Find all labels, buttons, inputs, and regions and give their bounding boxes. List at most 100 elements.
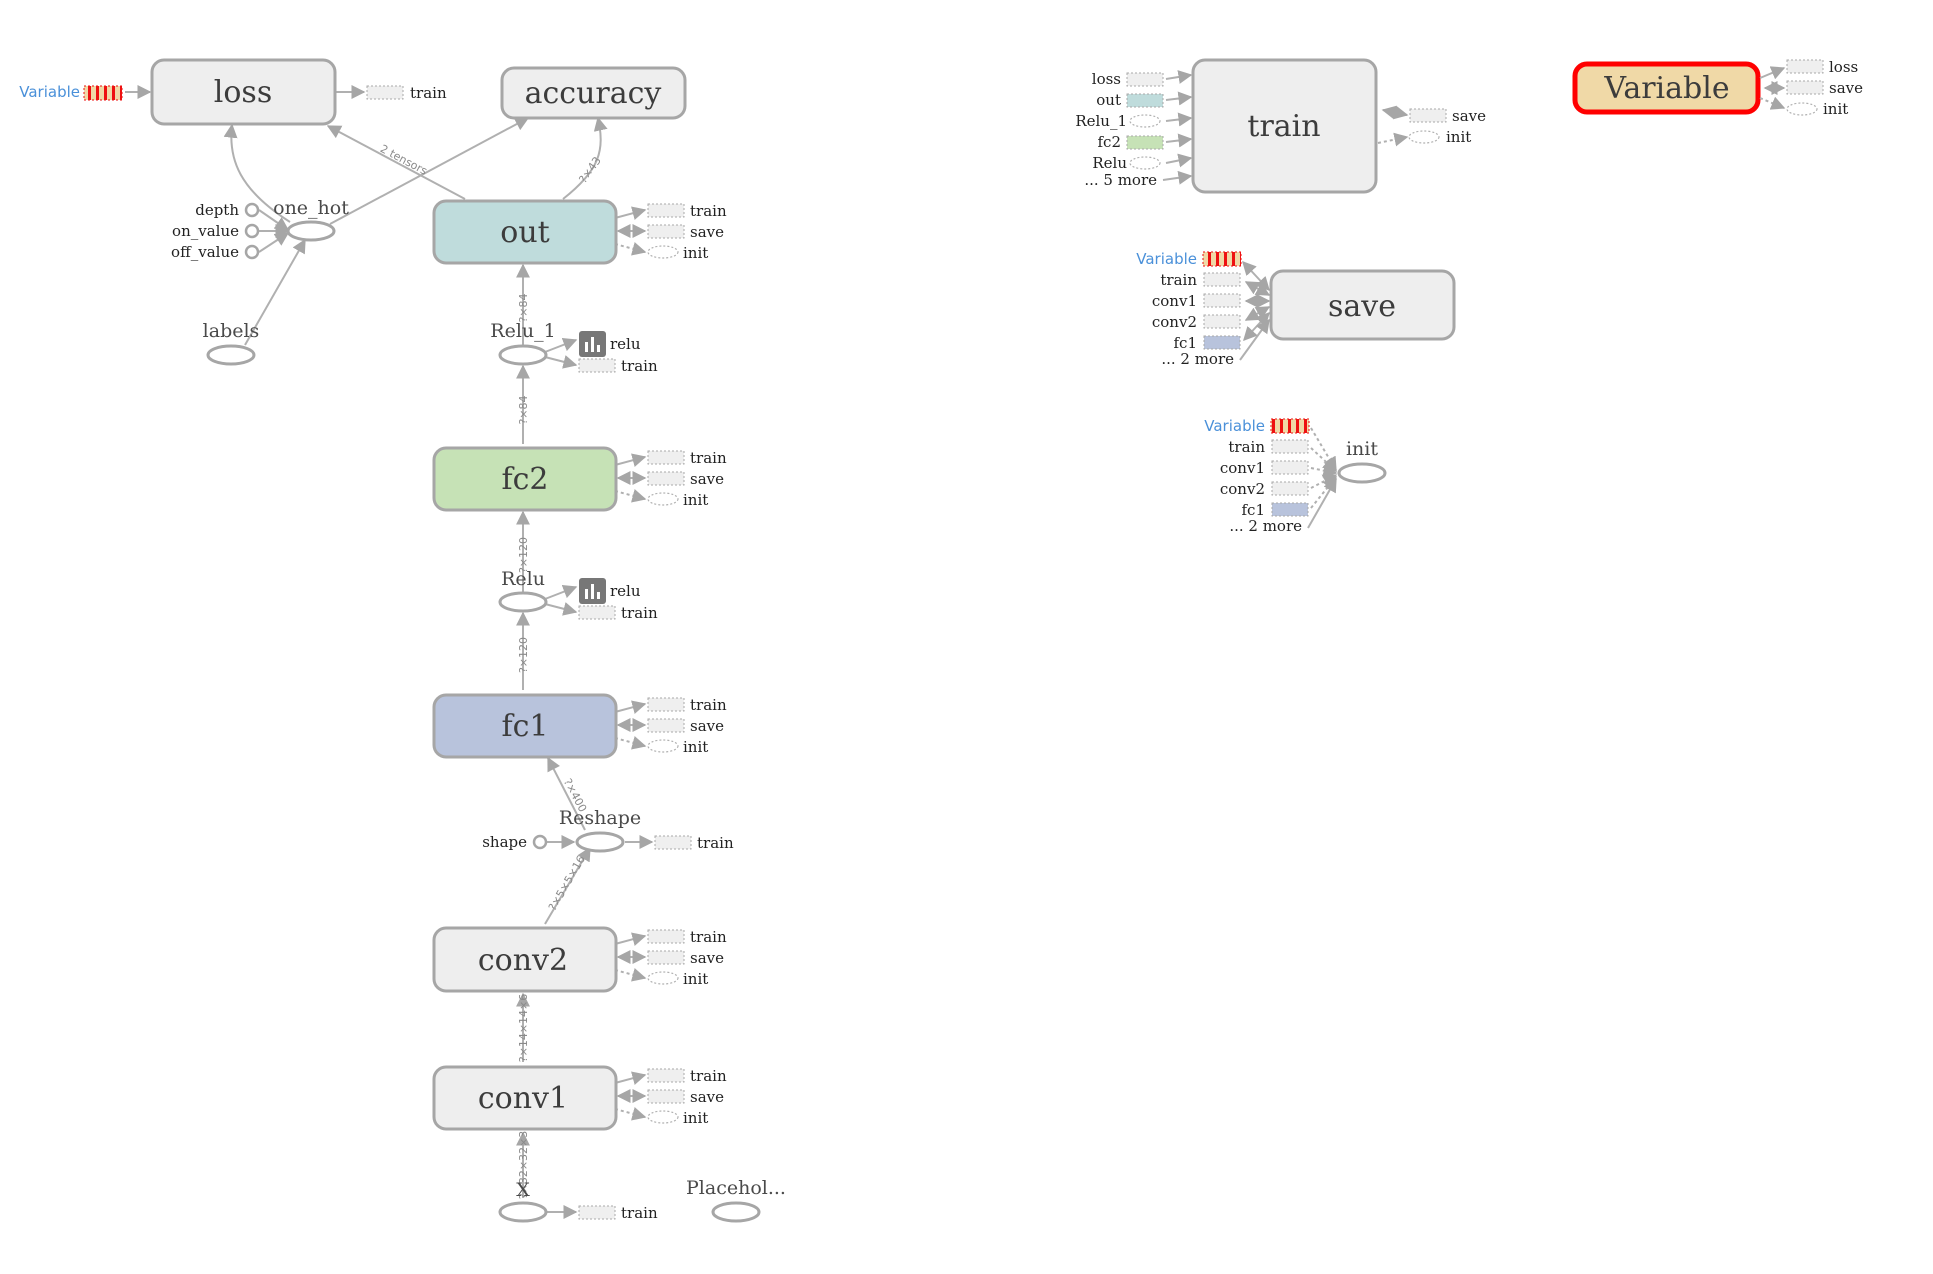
aux-save-inputs xyxy=(1202,251,1271,361)
aux-train-in-4: Relu xyxy=(1092,154,1127,172)
aux-init-in-4: fc1 xyxy=(1242,501,1266,519)
const-off-value[interactable]: off_value xyxy=(171,243,260,261)
fc1-aux-save: save xyxy=(690,717,724,735)
aux-edges-conv2 xyxy=(614,932,647,982)
fc2-aux-stubs[interactable]: train save init xyxy=(647,449,727,509)
node-out[interactable]: out xyxy=(432,199,618,265)
aux-train-in-5: ... 5 more xyxy=(1084,171,1157,189)
conv1-aux-stubs[interactable]: train save init xyxy=(647,1067,727,1127)
shape-label-conv1-conv2: ?×14×14×6 xyxy=(517,994,530,1062)
aux-init-in-2: conv1 xyxy=(1220,459,1265,477)
conv2-aux-save: save xyxy=(690,949,724,967)
node-fc1-label: fc1 xyxy=(502,709,549,744)
const-depth[interactable]: depth xyxy=(195,201,260,219)
op-x[interactable]: X xyxy=(498,1179,548,1223)
out-aux-stubs[interactable]: train save init xyxy=(647,202,727,262)
fc2-aux-train: train xyxy=(690,449,727,467)
shape-label-fc1-relu: ?×120 xyxy=(517,637,530,673)
relu-aux-train: train xyxy=(621,604,658,622)
out-aux-save: save xyxy=(690,223,724,241)
aux-edges-out xyxy=(614,206,647,256)
aux-init-in-1: train xyxy=(1228,438,1265,456)
out-aux-init: init xyxy=(683,244,708,262)
op-one-hot-label: one_hot xyxy=(273,197,349,219)
fc1-aux-stubs[interactable]: train save init xyxy=(647,696,727,756)
edge-onehot-accuracy xyxy=(329,117,530,225)
node-accuracy[interactable]: accuracy xyxy=(500,66,687,120)
node-accuracy-label: accuracy xyxy=(525,76,662,111)
aux-edges-fc2 xyxy=(614,453,647,503)
edge-out-loss xyxy=(326,125,466,200)
op-placeholder[interactable]: Placehol... xyxy=(686,1177,786,1223)
node-conv1[interactable]: conv1 xyxy=(432,1065,618,1131)
fc2-aux-save: save xyxy=(690,470,724,488)
aux-train-out-0: save xyxy=(1452,107,1486,125)
conv1-aux-save: save xyxy=(690,1088,724,1106)
main-edges xyxy=(125,85,654,1219)
const-shape[interactable]: shape xyxy=(482,833,548,851)
loss-train-stub[interactable]: train xyxy=(366,84,447,102)
variable-link[interactable]: Variable xyxy=(19,83,123,101)
aux-variable-outputs xyxy=(1759,59,1824,116)
aux-variable-out-0: loss xyxy=(1829,58,1858,76)
aux-train-title: train xyxy=(1247,109,1320,144)
const-off-value-label: off_value xyxy=(171,243,239,261)
conv1-aux-train: train xyxy=(690,1067,727,1085)
shape-label-relu-fc2: ?×120 xyxy=(517,537,530,573)
relu-aux[interactable]: relu train xyxy=(578,578,658,622)
node-fc1[interactable]: fc1 xyxy=(432,693,618,759)
aux-init-inputs xyxy=(1270,418,1338,529)
aux-save-in-1: train xyxy=(1160,271,1197,289)
aux-save-in-4: fc1 xyxy=(1174,334,1198,352)
aux-save-in-0[interactable]: Variable xyxy=(1136,250,1197,268)
edge-shape-labels: 2 tensors ?×43 ?×84 ?×84 ?×120 ?×120 ?×4… xyxy=(378,142,604,1199)
op-reshape[interactable]: Reshape xyxy=(559,807,641,853)
aux-variable-title: Variable xyxy=(1603,71,1729,106)
aux-node-train[interactable]: train loss out Relu_1 fc2 Relu ... 5 mor… xyxy=(1075,58,1486,194)
out-aux-train: train xyxy=(690,202,727,220)
relu1-aux[interactable]: relu train xyxy=(578,331,658,375)
aux-init-title: init xyxy=(1346,438,1378,460)
variable-link-label: Variable xyxy=(19,83,80,101)
relu1-aux-relu: relu xyxy=(610,335,641,353)
node-loss-label: loss xyxy=(214,75,272,110)
variable-stub xyxy=(83,85,123,101)
aux-save-in-3: conv2 xyxy=(1152,313,1197,331)
op-relu-1[interactable]: Relu_1 xyxy=(490,320,556,366)
aux-variable-out-1: save xyxy=(1829,79,1863,97)
fc2-aux-init: init xyxy=(683,491,708,509)
aux-init-in-0[interactable]: Variable xyxy=(1204,417,1265,435)
aux-save-title: save xyxy=(1328,289,1396,324)
reshape-aux[interactable]: train xyxy=(654,834,734,852)
shape-label-out-loss: 2 tensors xyxy=(378,142,430,178)
edge-offvalue-onehot xyxy=(258,232,290,253)
op-labels[interactable]: labels xyxy=(203,320,260,366)
op-relu[interactable]: Relu xyxy=(498,568,548,613)
node-fc2[interactable]: fc2 xyxy=(432,446,618,512)
relu-aux-relu: relu xyxy=(610,582,641,600)
op-one-hot[interactable]: one_hot xyxy=(273,197,349,242)
aux-train-inputs xyxy=(1126,70,1193,185)
aux-node-save[interactable]: save Variable train conv1 conv2 fc1 ... … xyxy=(1136,250,1456,368)
node-loss[interactable]: loss xyxy=(150,58,337,126)
aux-train-outputs xyxy=(1377,105,1447,147)
fc1-aux-train: train xyxy=(690,696,727,714)
edge-reshape-fc1 xyxy=(547,756,586,831)
node-conv2[interactable]: conv2 xyxy=(432,926,618,993)
conv2-aux-stubs[interactable]: train save init xyxy=(647,928,727,988)
aux-node-init[interactable]: init Variable train conv1 conv2 fc1 ... … xyxy=(1204,417,1387,535)
fc1-aux-init: init xyxy=(683,738,708,756)
op-relu-label: Relu xyxy=(501,568,545,590)
node-out-label: out xyxy=(500,215,549,250)
const-on-value[interactable]: on_value xyxy=(172,222,260,240)
aux-node-variable[interactable]: Variable loss save init xyxy=(1572,58,1863,118)
x-aux[interactable]: train xyxy=(578,1204,658,1222)
conv2-aux-train: train xyxy=(690,928,727,946)
shape-label-out-accuracy: ?×43 xyxy=(576,154,603,185)
shape-label-conv2-reshape: ?×5×5×16 xyxy=(546,853,588,913)
edge-conv2-reshape xyxy=(544,846,591,925)
node-conv1-label: conv1 xyxy=(478,1081,568,1116)
op-labels-label: labels xyxy=(203,320,260,342)
loss-train-label: train xyxy=(410,84,447,102)
